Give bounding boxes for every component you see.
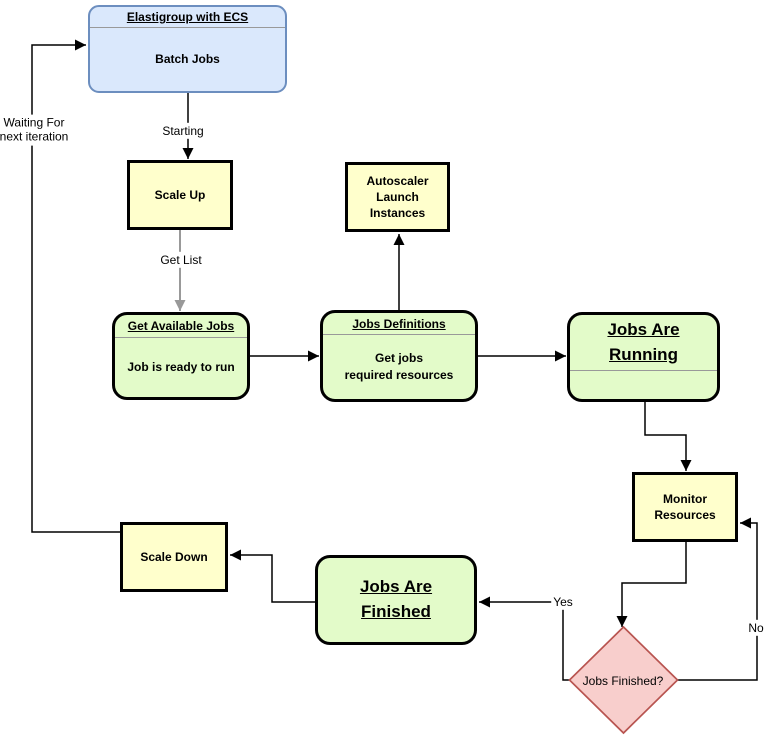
divider	[570, 370, 717, 371]
node-jobs-definitions: Jobs Definitions Get jobs required resou…	[320, 310, 478, 402]
decision-jobs-finished-shape	[568, 625, 679, 735]
node-scale-down: Scale Down	[120, 522, 228, 592]
edge-label-waiting-for-next-iteration: Waiting For next iteration	[0, 114, 71, 146]
node-jobs-are-finished-title: Jobs Are Finished	[359, 577, 433, 621]
edge-label-starting: Starting	[160, 122, 206, 140]
edge-no-jobsfinished-to-monitorresources	[677, 517, 758, 681]
node-get-available-jobs: Get Available Jobs Job is ready to run	[112, 312, 250, 400]
node-elastigroup-batch-jobs: Elastigroup with ECS Batch Jobs	[88, 5, 287, 93]
node-jobs-are-finished: Jobs Are Finished	[315, 555, 477, 645]
node-monitor-resources: Monitor Resources	[632, 472, 738, 542]
node-jobs-are-running-title: Jobs Are Running	[607, 319, 680, 364]
node-scale-up: Scale Up	[127, 160, 233, 230]
edge-yes-jobsfinished-to-jobsarefinished	[479, 596, 570, 681]
node-get-available-jobs-title: Get Available Jobs	[127, 319, 235, 333]
divider	[115, 337, 247, 338]
edge-label-get-list: Get List	[158, 251, 204, 269]
edge-label-no: No	[746, 619, 766, 637]
edge-monitorresources-to-jobsfinished	[616, 542, 687, 627]
node-elastigroup-title: Elastigroup with ECS	[126, 10, 249, 24]
divider	[90, 27, 285, 28]
node-elastigroup-body: Batch Jobs	[155, 52, 220, 67]
node-autoscaler-launch-instances: Autoscaler Launch Instances	[345, 162, 450, 232]
node-get-available-jobs-body: Job is ready to run	[127, 360, 235, 375]
edge-jobsarerunning-to-monitorresources	[644, 402, 692, 471]
node-jobs-definitions-title: Jobs Definitions	[352, 316, 446, 331]
edge-label-yes: Yes	[551, 593, 575, 611]
divider	[323, 334, 475, 335]
node-jobs-are-running-body	[570, 371, 717, 399]
edge-scaledown-to-batchjobs	[31, 39, 120, 533]
edge-jobsarefinished-to-scaledown	[230, 549, 315, 603]
node-jobs-definitions-body: Get jobs required resources	[344, 351, 454, 382]
node-jobs-are-running: Jobs Are Running	[567, 312, 720, 402]
node-jobs-finished-label: Jobs Finished?	[582, 674, 664, 688]
